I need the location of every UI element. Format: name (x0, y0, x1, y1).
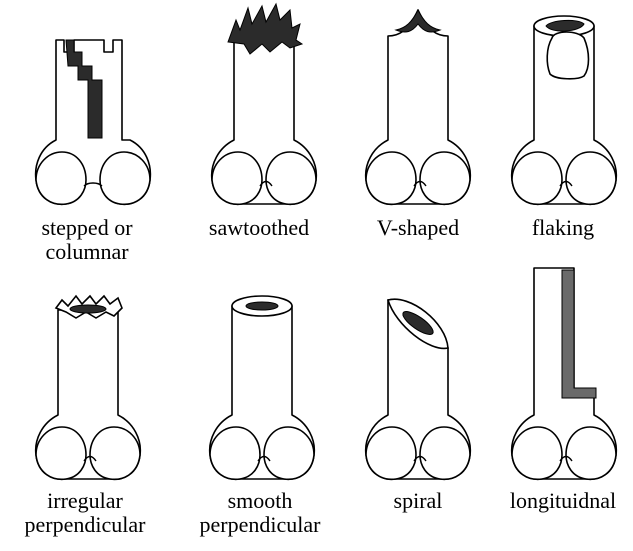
bone-v-shaped (366, 10, 471, 204)
caption-v-shaped: V-shaped (343, 216, 493, 240)
caption-stepped: stepped or columnar (12, 216, 162, 264)
bone-stepped (36, 40, 151, 204)
bone-irregular (36, 296, 141, 479)
caption-longitudinal: longituidnal (488, 489, 633, 513)
bone-flaking (512, 16, 617, 204)
bone-longitudinal (512, 268, 617, 479)
smooth-fracture-shading (246, 302, 278, 310)
longitudinal-fracture-shading (562, 270, 596, 398)
caption-irregular: irregular perpendicular (10, 489, 160, 537)
bone-spiral (366, 299, 471, 479)
bone-sawtoothed (212, 4, 317, 204)
irregular-fracture-shading (70, 305, 106, 313)
caption-spiral: spiral (343, 489, 493, 513)
caption-flaking: flaking (488, 216, 633, 240)
caption-smooth: smooth perpendicular (185, 489, 335, 537)
bone-smooth (210, 296, 315, 479)
caption-sawtoothed: sawtoothed (184, 216, 334, 240)
